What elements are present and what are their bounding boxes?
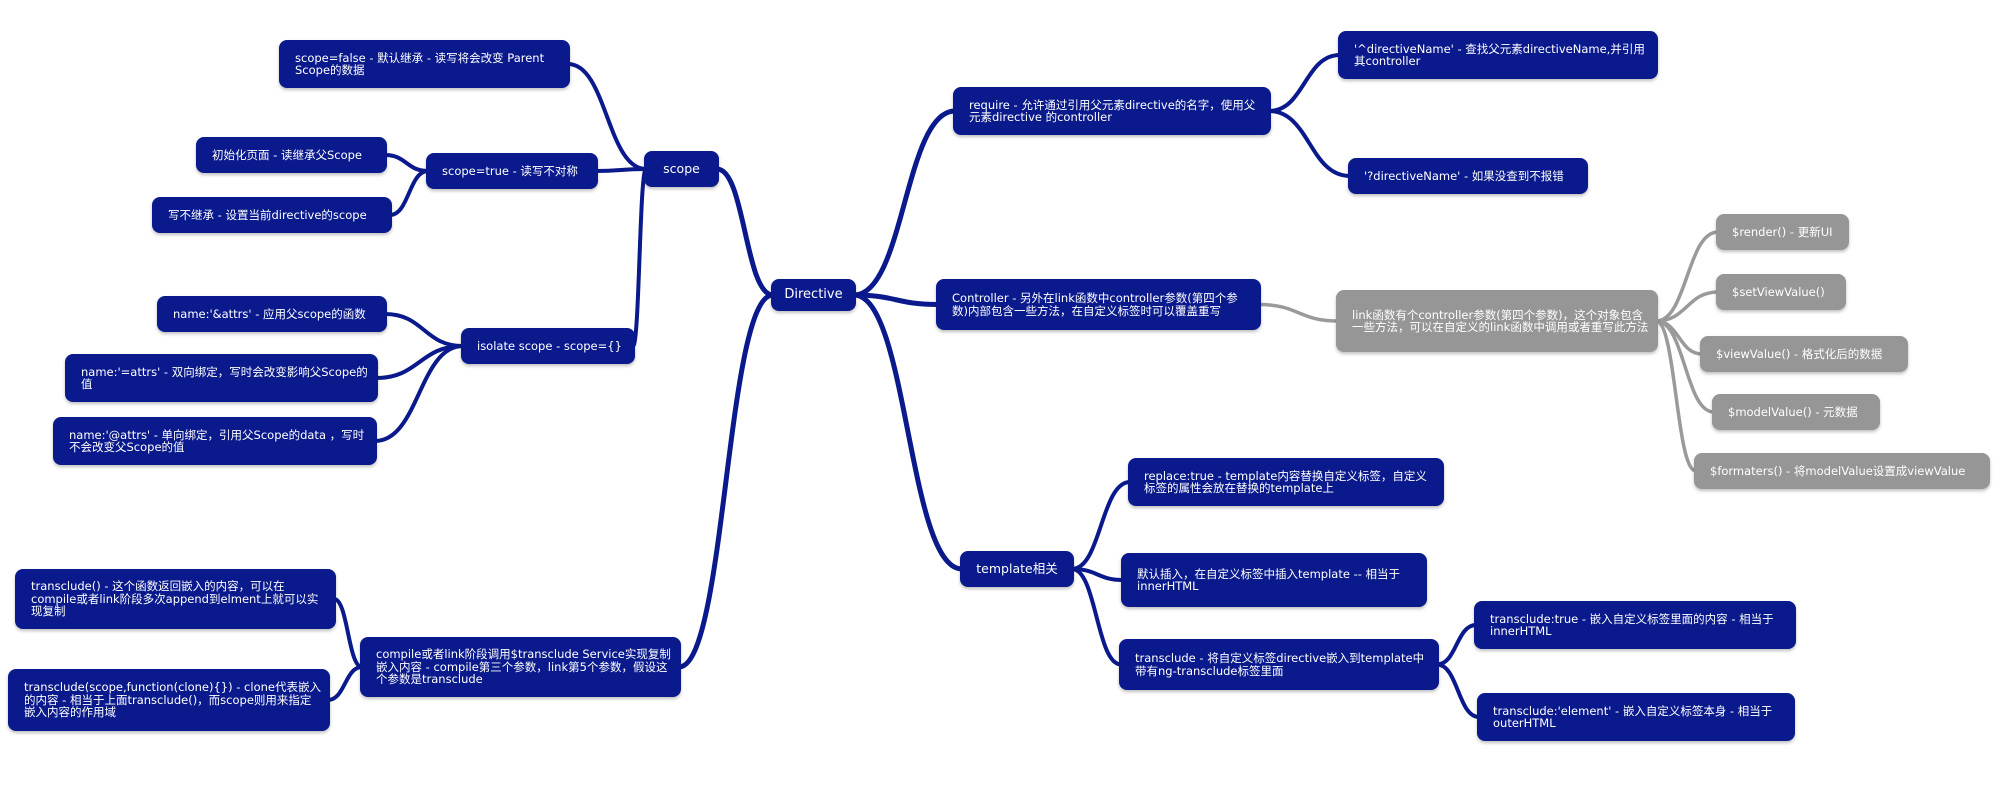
connector-link-ctrl-to-setviewvalue	[1654, 290, 1720, 323]
node-require-caret[interactable]: '^directiveName' - 查找父元素directiveName,并引…	[1338, 31, 1658, 79]
node-label: name:'&attrs' - 应用父scope的函数	[173, 306, 366, 321]
connector-link-ctrl-to-modelvalue	[1654, 319, 1716, 414]
connector-transclude-template-to-transclude-element	[1435, 662, 1481, 719]
node-scope-false[interactable]: scope=false - 默认继承 - 读写将会改变 Parent Scope…	[279, 40, 570, 88]
node-render[interactable]: $render() - 更新UI	[1716, 214, 1849, 250]
connector-compile-to-transclude-fn	[332, 597, 364, 669]
node-compile-transclude-service[interactable]: compile或者link阶段调用$transclude Service实现复制…	[360, 637, 681, 697]
node-label: '?directiveName' - 如果没查到不报错	[1364, 168, 1564, 183]
node-write-no-inherit[interactable]: 写不继承 - 设置当前directive的scope	[152, 197, 392, 233]
node-controller[interactable]: Controller - 另外在link函数中controller参数(第四个参…	[936, 279, 1261, 330]
connector-compile-to-transclude-scope	[326, 665, 364, 702]
node-label: Controller - 另外在link函数中controller参数(第四个参…	[952, 291, 1238, 318]
node-label: transclude() - 这个函数返回嵌入的内容，可以在compile或者l…	[31, 579, 319, 619]
node-transclude-scope-function[interactable]: transclude(scope,function(clone){}) - cl…	[8, 669, 330, 731]
node-label: scope=false - 默认继承 - 读写将会改变 Parent Scope…	[295, 50, 545, 77]
connector-scope-true-to-init-read	[383, 153, 430, 173]
node-label: transclude:true - 嵌入自定义标签里面的内容 - 相当于inne…	[1490, 611, 1774, 638]
node-label: Directive	[784, 286, 843, 302]
node-label: require - 允许通过引用父元素directive的名字，使用父元素dir…	[969, 97, 1256, 124]
connector-scope-true-to-write-no-inherit	[388, 169, 430, 217]
connector-directive-to-template	[851, 292, 965, 572]
connector-scope-to-scope-true	[594, 167, 648, 173]
node-isolate-at-attrs[interactable]: name:'@attrs' - 单向绑定，引用父Scope的data ，写时不会…	[53, 417, 377, 465]
node-label: template相关	[976, 560, 1058, 576]
connector-directive-to-controller	[851, 292, 941, 307]
node-isolate-and-attrs[interactable]: name:'&attrs' - 应用父scope的函数	[157, 296, 387, 332]
node-label: $viewValue() - 格式化后的数据	[1716, 346, 1883, 361]
connector-template-to-transclude-template	[1070, 567, 1123, 667]
connector-require-to-req-question	[1267, 109, 1352, 178]
root-node-directive[interactable]: Directive	[771, 279, 856, 311]
connector-directive-to-scope	[714, 166, 776, 298]
node-isolate-eq-attrs[interactable]: name:'=attrs' - 双向绑定，写时会改变影响父Scope的值	[65, 354, 378, 402]
node-label: isolate scope - scope={}	[477, 338, 622, 353]
connector-scope-to-isolate	[631, 167, 648, 348]
node-label: $modelValue() - 元数据	[1728, 404, 1858, 419]
node-label: '^directiveName' - 查找父元素directiveName,并引…	[1354, 41, 1645, 68]
connector-isolate-to-iso-at	[373, 344, 465, 443]
node-label: 默认插入，在自定义标签中插入template -- 相当于innerHTML	[1137, 566, 1401, 593]
node-viewvalue[interactable]: $viewValue() - 格式化后的数据	[1700, 336, 1908, 372]
node-transclude-template[interactable]: transclude - 将自定义标签directive嵌入到template中…	[1119, 639, 1439, 690]
node-transclude-function[interactable]: transclude() - 这个函数返回嵌入的内容，可以在compile或者l…	[15, 569, 336, 629]
node-label: name:'=attrs' - 双向绑定，写时会改变影响父Scope的值	[81, 364, 368, 391]
node-default-insert[interactable]: 默认插入，在自定义标签中插入template -- 相当于innerHTML	[1121, 553, 1427, 607]
node-transclude-true[interactable]: transclude:true - 嵌入自定义标签里面的内容 - 相当于inne…	[1474, 601, 1796, 649]
connector-template-to-replace	[1070, 480, 1132, 571]
node-scope-true[interactable]: scope=true - 读写不对称	[426, 153, 598, 189]
node-label: transclude(scope,function(clone){}) - cl…	[24, 680, 321, 720]
node-transclude-element[interactable]: transclude:'element' - 嵌入自定义标签本身 - 相当于ou…	[1477, 693, 1795, 741]
node-setviewvalue[interactable]: $setViewValue()	[1716, 274, 1846, 310]
connector-isolate-to-iso-and	[383, 312, 465, 348]
node-label: $formaters() - 将modelValue设置成viewValue	[1710, 463, 1966, 478]
node-label: scope	[663, 160, 700, 176]
node-require[interactable]: require - 允许通过引用父元素directive的名字，使用父元素dir…	[953, 87, 1271, 135]
connector-link-ctrl-to-formaters	[1654, 319, 1698, 473]
node-label: 写不继承 - 设置当前directive的scope	[168, 207, 367, 222]
connector-controller-to-link-ctrl	[1257, 302, 1340, 323]
node-label: $setViewValue()	[1732, 284, 1825, 299]
node-link-controller-param[interactable]: link函数有个controller参数(第四个参数)，这个对象包含一些方法，可…	[1336, 290, 1658, 352]
connector-transclude-template-to-transclude-true	[1435, 623, 1478, 667]
node-label: $render() - 更新UI	[1732, 224, 1833, 239]
connector-directive-to-require	[851, 108, 958, 298]
node-label: link函数有个controller参数(第四个参数)，这个对象包含一些方法，可…	[1352, 307, 1649, 334]
connector-link-ctrl-to-render	[1654, 230, 1720, 323]
connector-directive-to-compile	[676, 292, 776, 670]
node-label: scope=true - 读写不对称	[442, 163, 578, 178]
node-label: replace:true - template内容替换自定义标签，自定义标签的属…	[1144, 468, 1427, 495]
node-scope[interactable]: scope	[644, 151, 719, 187]
node-label: transclude:'element' - 嵌入自定义标签本身 - 相当于ou…	[1493, 703, 1773, 730]
node-label: compile或者link阶段调用$transclude Service实现复制…	[376, 647, 671, 687]
node-require-question[interactable]: '?directiveName' - 如果没查到不报错	[1348, 158, 1588, 194]
node-replace-true[interactable]: replace:true - template内容替换自定义标签，自定义标签的属…	[1128, 458, 1444, 506]
node-modelvalue[interactable]: $modelValue() - 元数据	[1712, 394, 1880, 430]
connector-scope-to-scope-false	[566, 62, 648, 171]
node-label: 初始化页面 - 读继承父Scope	[212, 147, 362, 162]
node-isolate-scope[interactable]: isolate scope - scope={}	[461, 328, 635, 364]
connector-require-to-req-caret	[1267, 53, 1342, 113]
node-label: name:'@attrs' - 单向绑定，引用父Scope的data ，写时不会…	[69, 427, 365, 454]
node-label: transclude - 将自定义标签directive嵌入到template中…	[1135, 651, 1425, 678]
node-init-read[interactable]: 初始化页面 - 读继承父Scope	[196, 137, 387, 173]
node-template[interactable]: template相关	[960, 551, 1074, 587]
node-formaters[interactable]: $formaters() - 将modelValue设置成viewValue	[1694, 453, 1990, 489]
